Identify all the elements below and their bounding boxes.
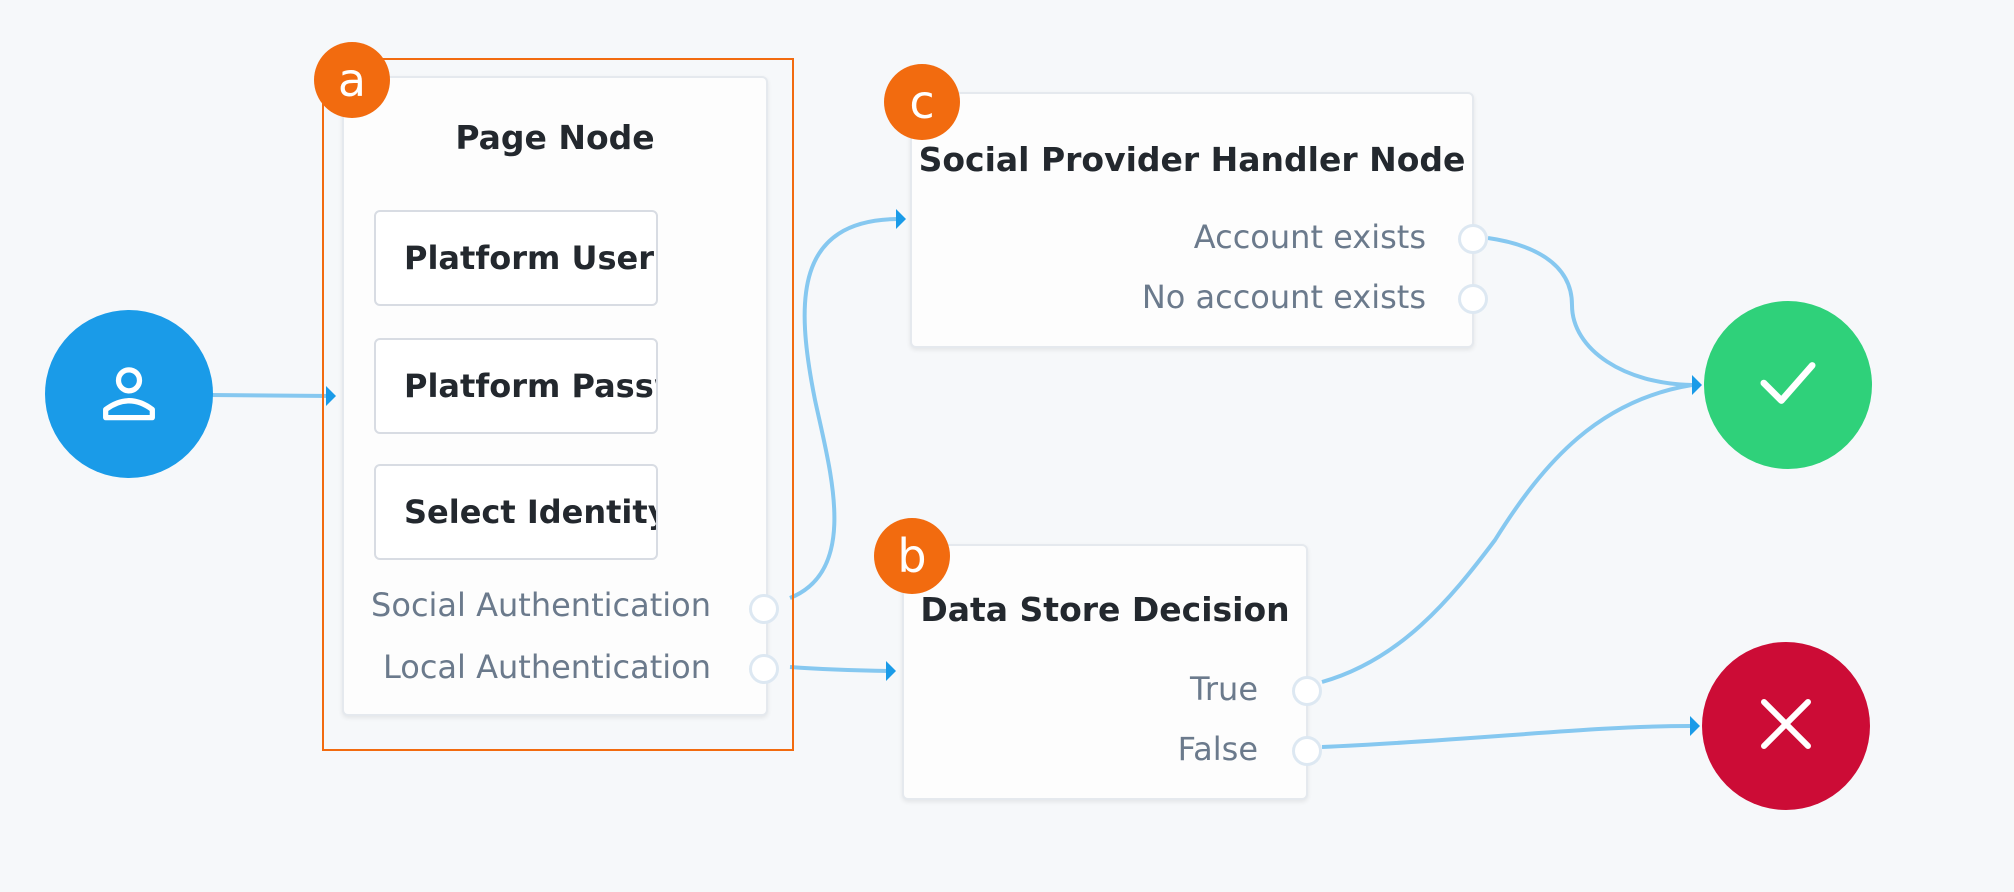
wire-start-to-page — [209, 393, 333, 398]
wire-true-to-success — [1321, 383, 1693, 684]
selection-highlight — [322, 58, 794, 751]
node-title: Data Store Decision — [920, 590, 1290, 629]
field-select-identity-provider[interactable]: Select Identity Provider — [374, 464, 658, 560]
user-icon — [94, 357, 164, 431]
arrowhead-social-node — [896, 209, 906, 229]
arrowhead-success-1 — [1692, 375, 1702, 395]
badge-c: c — [884, 64, 960, 140]
output-port-local-authentication[interactable] — [749, 654, 779, 684]
outcome-local-authentication: Local Authentication — [382, 648, 711, 686]
check-icon — [1755, 350, 1821, 420]
wire-account-exists-to-success — [1487, 236, 1693, 387]
outcome-no-account-exists: No account exists — [1141, 278, 1426, 316]
start-node[interactable] — [45, 310, 213, 478]
outcome-false: False — [1177, 730, 1258, 768]
output-port-false[interactable] — [1292, 736, 1322, 766]
output-port-social-authentication[interactable] — [749, 594, 779, 624]
field-platform-username[interactable]: Platform Username — [374, 210, 658, 306]
data-store-decision-node[interactable]: Data Store Decision True False — [902, 544, 1322, 800]
outcome-account-exists: Account exists — [1193, 218, 1426, 256]
failure-node[interactable] — [1702, 642, 1870, 810]
page-node[interactable]: Page Node Platform Username Platform Pas… — [342, 76, 779, 716]
node-title: Page Node — [455, 118, 655, 157]
output-port-true[interactable] — [1292, 676, 1322, 706]
output-port-account-exists[interactable] — [1458, 224, 1488, 254]
x-icon — [1756, 694, 1816, 758]
outcome-true: True — [1190, 670, 1258, 708]
arrowhead-datastore-node — [886, 661, 896, 681]
success-node[interactable] — [1704, 301, 1872, 469]
arrowhead-page-node — [326, 386, 336, 406]
node-title: Social Provider Handler Node — [918, 140, 1466, 179]
outcome-social-authentication: Social Authentication — [371, 586, 711, 624]
wire-local-to-datastore — [789, 665, 891, 673]
arrowhead-failure — [1690, 716, 1700, 736]
output-port-no-account-exists[interactable] — [1458, 284, 1488, 314]
badge-b: b — [874, 518, 950, 594]
field-platform-password[interactable]: Platform Password — [374, 338, 658, 434]
social-provider-handler-node[interactable]: Social Provider Handler Node Account exi… — [910, 92, 1488, 348]
wire-social-to-social-node — [789, 217, 899, 600]
wire-false-to-failure — [1321, 724, 1691, 749]
badge-a: a — [314, 42, 390, 118]
